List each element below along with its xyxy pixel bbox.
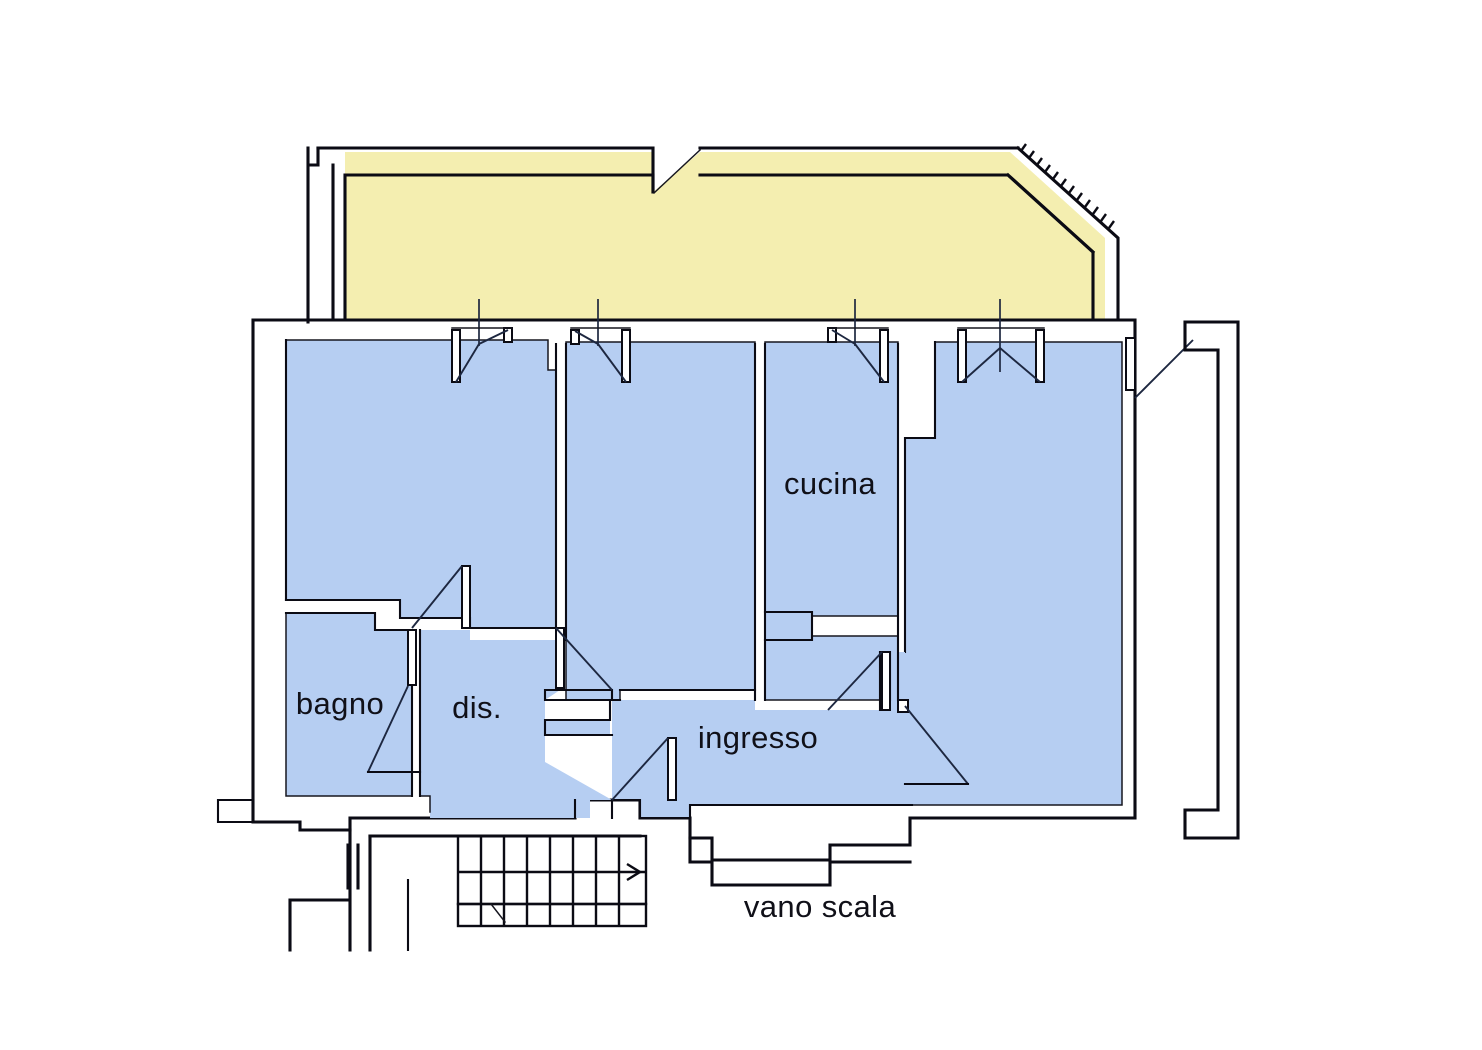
interior-door-group xyxy=(366,337,1194,801)
right-living-room xyxy=(880,340,1123,806)
ingresso-lower-wall xyxy=(610,798,914,820)
wall-leftbed-bottom xyxy=(284,338,558,630)
exterior-label-vano-scala: vano scala xyxy=(744,889,897,924)
room-label-cucina: cucina xyxy=(784,466,876,501)
door-ingresso-entry xyxy=(611,737,677,801)
stairwell-outer-wall xyxy=(288,834,372,952)
door-exterior-right xyxy=(1125,337,1194,399)
center-bedroom-fill xyxy=(566,342,755,700)
cucina-fill xyxy=(765,342,898,700)
dis-fill xyxy=(420,630,612,818)
ingresso-fill xyxy=(612,652,965,818)
french-window-2 xyxy=(570,299,631,383)
center-bedroom xyxy=(565,341,756,701)
stairwell-bottom-wall xyxy=(688,836,912,887)
balcony-fill xyxy=(345,152,1105,320)
wall-dis-bottom-stub xyxy=(573,798,614,820)
stairwell-door-jamb xyxy=(346,843,360,890)
balcony-zone xyxy=(306,143,1120,324)
left-bedroom xyxy=(285,339,557,629)
right-shaft-wall xyxy=(1183,320,1240,840)
wall-center-cucina xyxy=(753,342,767,702)
french-window-1 xyxy=(451,299,513,383)
french-window-group xyxy=(451,299,1045,383)
right-living-outline xyxy=(911,341,1123,806)
stair-run xyxy=(456,834,648,928)
stair-direction-arrow-icon xyxy=(626,862,643,882)
right-exterior-shaft xyxy=(1183,320,1240,840)
bagno-fill xyxy=(286,613,412,796)
room-label-dis: dis. xyxy=(452,690,502,725)
wall-bagno-top2 xyxy=(284,611,414,632)
wall-centerbed-bottom xyxy=(564,688,757,702)
left-bedroom-fill xyxy=(286,340,556,628)
balcony-left-wall xyxy=(306,146,320,324)
door-left-bedroom xyxy=(411,565,471,629)
balcony-gate-swing-icon xyxy=(652,148,702,195)
cucina-niche xyxy=(763,610,814,642)
room-label-bagno: bagno xyxy=(296,686,384,721)
wall-left-center xyxy=(554,342,568,642)
door-cucina xyxy=(827,651,891,711)
cucina-room xyxy=(763,341,899,701)
french-window-3 xyxy=(827,299,889,383)
room-label-group: bagno dis. cucina ingresso vano scala xyxy=(296,466,897,924)
room-label-ingresso: ingresso xyxy=(698,720,818,755)
right-living-fill xyxy=(880,342,1122,805)
balcony-railing-hatch-icon xyxy=(1015,143,1120,322)
balcony-diagonal-edge xyxy=(1005,172,1096,255)
door-living xyxy=(897,699,970,786)
kitchen-right-partition xyxy=(903,340,937,654)
vano-scala-stairwell xyxy=(288,828,912,952)
ingresso-room xyxy=(610,652,965,820)
french-window-4 xyxy=(957,299,1045,383)
door-center-bedroom xyxy=(555,627,613,691)
balcony-parapet-top xyxy=(316,146,655,194)
door-bagno xyxy=(366,629,422,774)
shell-left-notch xyxy=(216,798,255,824)
